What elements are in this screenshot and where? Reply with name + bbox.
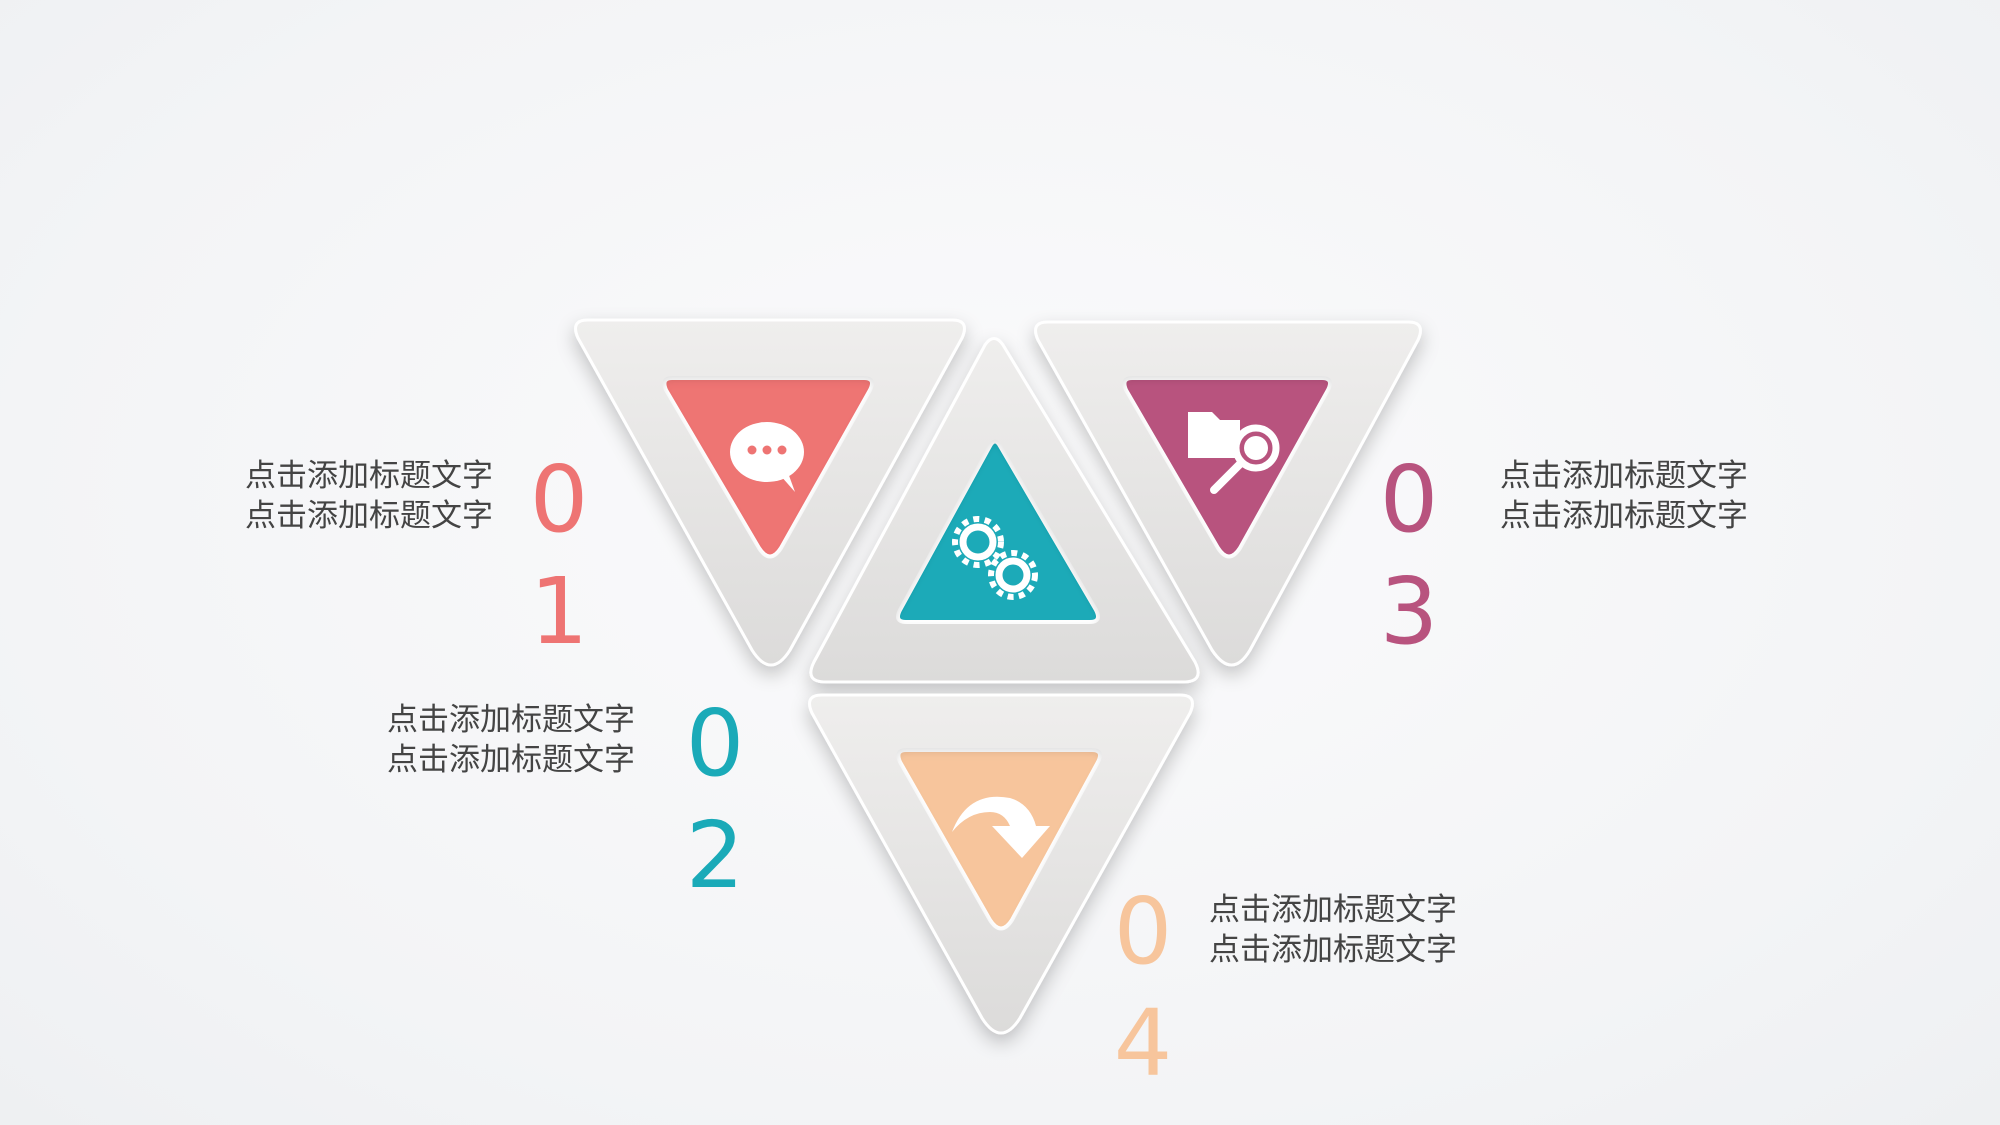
item-3-label: 点击添加标题文字 点击添加标题文字 <box>1500 456 1748 536</box>
folder-search-icon <box>1188 412 1280 494</box>
item-1-line-1: 点击添加标题文字 <box>245 458 493 494</box>
inner-triangle-4 <box>896 748 1102 931</box>
item-2-line-2: 点击添加标题文字 <box>387 742 635 778</box>
item-3-number-first: 0 <box>1379 446 1439 553</box>
frame-3 <box>1034 320 1422 667</box>
item-3-number-second: 3 <box>1379 558 1439 665</box>
item-4-label: 点击添加标题文字 点击添加标题文字 <box>1209 890 1457 970</box>
item-1-number-second: 1 <box>529 558 589 665</box>
item-2-number-second: 2 <box>685 802 745 909</box>
inner-triangle-3 <box>1122 376 1332 559</box>
item-4-line-1: 点击添加标题文字 <box>1209 892 1457 928</box>
item-1-number-first: 0 <box>529 446 589 553</box>
speech-bubble-icon <box>730 422 804 492</box>
frame-2 <box>809 337 1200 684</box>
frame-4 <box>808 693 1194 1035</box>
gears-icon <box>952 516 1038 600</box>
item-2-label: 点击添加标题文字 点击添加标题文字 <box>387 700 635 780</box>
item-2-number-first: 0 <box>685 690 745 797</box>
item-3-line-2: 点击添加标题文字 <box>1500 498 1748 534</box>
item-2-line-1: 点击添加标题文字 <box>387 702 635 738</box>
item-1-line-2: 点击添加标题文字 <box>245 498 493 534</box>
curved-arrow-icon <box>952 796 1050 858</box>
inner-triangle-2 <box>896 439 1100 624</box>
item-3-line-1: 点击添加标题文字 <box>1500 458 1748 494</box>
item-4-number-second: 4 <box>1113 990 1173 1097</box>
item-4-line-2: 点击添加标题文字 <box>1209 932 1457 968</box>
item-4-number-first: 0 <box>1113 878 1173 985</box>
item-1-label: 点击添加标题文字 点击添加标题文字 <box>245 456 493 536</box>
